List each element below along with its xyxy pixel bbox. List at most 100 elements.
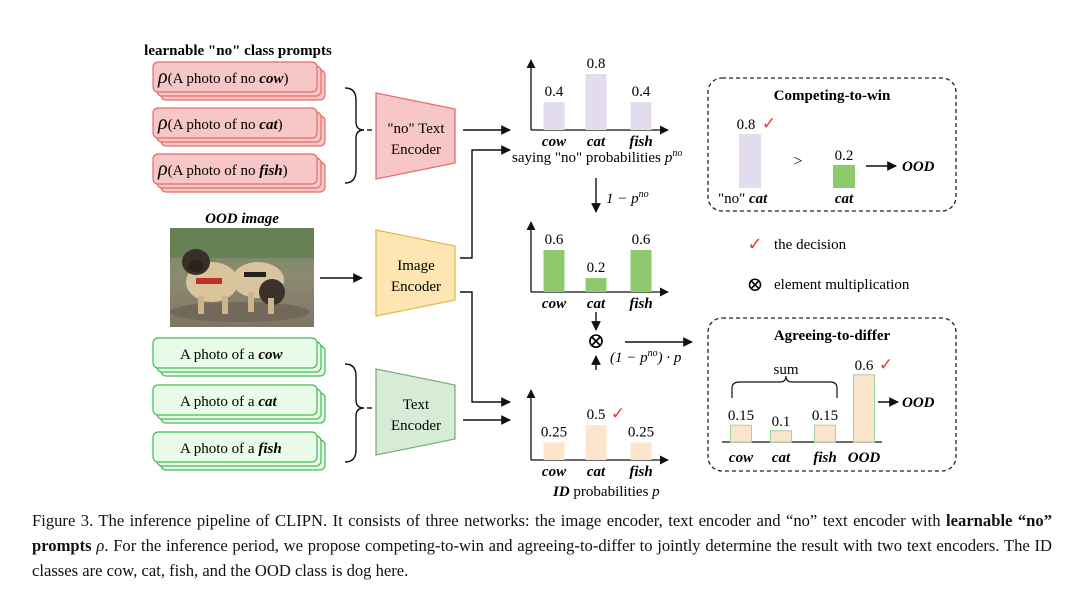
image-encoder-up-arrow: [460, 145, 511, 259]
sum-brace: [731, 375, 838, 398]
caption-rho: ρ: [91, 536, 105, 555]
agree-bar-OOD: [853, 374, 875, 443]
no-prompts-title: learnable "no" class prompts: [144, 43, 332, 59]
bar-value-fish: 0.4: [632, 84, 651, 100]
bar-value-cat: 0.8: [587, 56, 606, 72]
std-prompts-brace: [344, 363, 365, 463]
std-prompt-text: A photo of a fish: [180, 441, 282, 457]
bar-value-cat: 0.2: [587, 260, 606, 276]
bar-fish: [630, 102, 652, 130]
bar-cow: [543, 442, 565, 460]
competing-title: Competing-to-win: [774, 88, 891, 104]
tick-cat: cat: [587, 134, 606, 150]
no-prompt-text: ρ(A photo of no cat): [157, 112, 283, 134]
image-encoder-down-arrow: [460, 291, 511, 407]
bar-value-cow: 0.25: [541, 425, 567, 441]
legend: ✓ the decision ⊗ element multiplication: [747, 234, 910, 296]
image-encoder-label-1: Image: [397, 258, 435, 274]
bar-cat: [585, 74, 607, 130]
no-probabilities-chart: 0.4 cow 0.8 cat 0.4 fish: [526, 56, 669, 150]
competing-no-cat-bar: [739, 134, 761, 188]
competing-right-value: 0.2: [835, 148, 854, 164]
agree-value-OOD: 0.6: [855, 358, 874, 374]
agree-value-cat: 0.1: [772, 414, 791, 430]
agreeing-title: Agreeing-to-differ: [774, 328, 891, 344]
std-prompt-card-cow: A photo of a cow: [152, 337, 326, 377]
bar-cat: [585, 425, 607, 460]
competing-to-win-box: Competing-to-win 0.8 ✓ > 0.2 OOD "no" ca…: [707, 77, 957, 212]
agree-value-cow: 0.15: [728, 408, 754, 424]
no-prompt-card-fish: ρ(A photo of no fish): [152, 153, 326, 193]
tick-cat: cat: [587, 464, 606, 480]
sum-label: sum: [773, 362, 798, 378]
legend-decision-text: the decision: [774, 237, 847, 253]
clipn-figure: learnable "no" class prompts ρ(A photo o…: [144, 43, 957, 500]
tick-cow: cow: [542, 296, 567, 312]
no-prompt-text: ρ(A photo of no cow): [157, 66, 288, 88]
tick-cow: cow: [542, 464, 567, 480]
figure-caption: Figure 3. The inference pipeline of CLIP…: [32, 508, 1052, 583]
competing-gt: >: [793, 153, 802, 170]
competing-left-label: "no" cat: [718, 191, 768, 207]
tick-cat: cat: [587, 296, 606, 312]
competing-left-value: 0.8: [737, 117, 756, 133]
bar-cow: [543, 102, 565, 130]
bar-value-fish: 0.6: [632, 232, 651, 248]
no-prompt-card-cow: ρ(A photo of no cow): [152, 61, 326, 101]
competing-right-label: cat: [835, 191, 854, 207]
id-probabilities-chart: 0.25 cow 0.5 cat 0.25 fish ✓: [526, 389, 669, 480]
multiplication-node-icon: ⊗: [587, 328, 605, 353]
competing-cat-bar: [833, 165, 855, 188]
std-prompt-text: A photo of a cat: [180, 394, 277, 410]
bar-cow: [543, 250, 565, 292]
ood-image-two-pugs: [170, 228, 314, 327]
one-minus-no-chart: 0.6 cow 0.2 cat 0.6 fish: [526, 221, 669, 312]
bar-value-cow: 0.4: [545, 84, 564, 100]
ood-image-label: OOD image: [205, 211, 279, 227]
image-encoder-label-2: Encoder: [391, 279, 441, 295]
id-prob-label: ID probabilities p: [552, 484, 660, 500]
bar-value-fish: 0.25: [628, 425, 654, 441]
check-icon: ✓: [611, 404, 625, 423]
bar-fish: [630, 442, 652, 460]
agree-bar-cat: [770, 430, 792, 443]
product-label: (1 − pno) · p: [610, 348, 682, 366]
agree-tick-cat: cat: [772, 450, 791, 466]
agree-value-fish: 0.15: [812, 408, 838, 424]
otimes-icon: ⊗: [747, 274, 764, 296]
std-prompt-text: A photo of a cow: [180, 347, 283, 363]
std-prompt-card-fish: A photo of a fish: [152, 431, 326, 471]
tick-fish: fish: [629, 134, 652, 150]
agreeing-to-differ-box: Agreeing-to-differ sum 0.15cow0.1cat0.15…: [707, 317, 957, 472]
competing-check-icon: ✓: [762, 114, 776, 133]
caption-part1: Figure 3. The inference pipeline of CLIP…: [32, 511, 947, 530]
std-prompt-card-cat: A photo of a cat: [152, 384, 326, 424]
legend-otimes-text: element multiplication: [774, 277, 910, 293]
bar-value-cow: 0.6: [545, 232, 564, 248]
text-encoder-label-1: Text: [403, 397, 430, 413]
decision-check-icon: ✓: [747, 234, 762, 254]
one-minus-label: 1 − pno: [606, 189, 649, 207]
no-prompt-text: ρ(A photo of no fish): [157, 158, 288, 180]
agree-check-icon: ✓: [879, 355, 893, 374]
tick-fish: fish: [629, 464, 652, 480]
competing-result: OOD: [902, 159, 935, 175]
agreeing-result: OOD: [902, 395, 935, 411]
agree-tick-OOD: OOD: [848, 450, 881, 466]
caption-part2: . For the inference period, we propose c…: [32, 536, 1052, 580]
agree-bar-fish: [814, 424, 836, 443]
text-encoder-label-2: Encoder: [391, 418, 441, 434]
caption-bold: learnable “no” prompts: [32, 511, 1052, 555]
tick-cow: cow: [542, 134, 567, 150]
bar-value-cat: 0.5: [587, 407, 606, 423]
no-encoder-label-1: "no" Text: [387, 121, 445, 137]
agree-tick-fish: fish: [813, 450, 836, 466]
no-prompt-card-cat: ρ(A photo of no cat): [152, 107, 326, 147]
bar-fish: [630, 250, 652, 292]
no-prompts-brace: [344, 87, 365, 184]
agree-bar-cow: [730, 424, 752, 443]
tick-fish: fish: [629, 296, 652, 312]
